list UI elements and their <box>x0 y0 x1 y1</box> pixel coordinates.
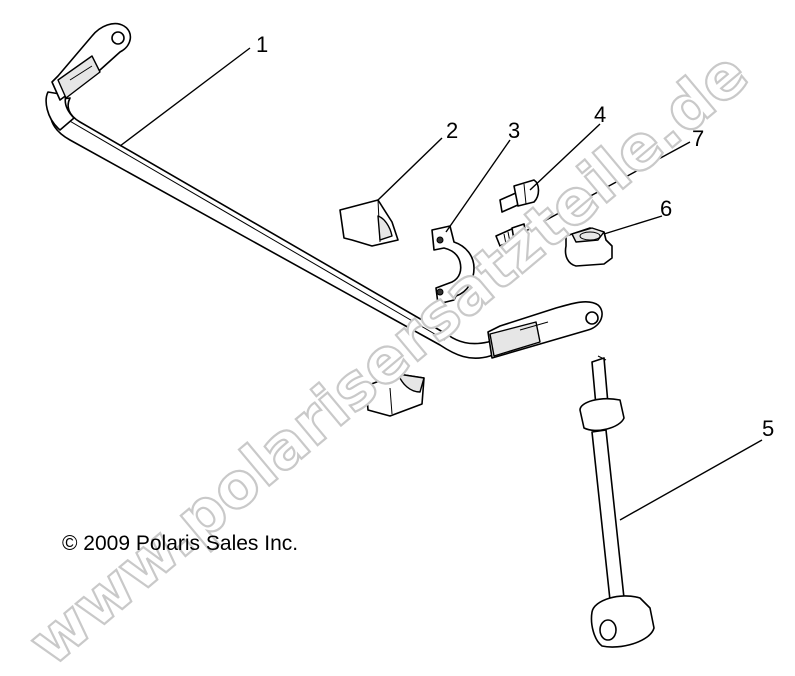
copyright-notice: © 2009 Polaris Sales Inc. <box>62 532 299 555</box>
leader-2 <box>377 137 443 201</box>
callout-2: 2 <box>446 118 458 143</box>
callout-5: 5 <box>762 416 774 441</box>
callout-4: 4 <box>594 102 606 127</box>
leader-3 <box>445 139 511 233</box>
callout-1: 1 <box>256 32 268 57</box>
clamp-bracket <box>431 225 475 305</box>
stabilizer-link <box>579 355 655 648</box>
callout-6: 6 <box>660 196 672 221</box>
callout-7: 7 <box>692 126 704 151</box>
leader-7 <box>523 141 691 233</box>
bushing-upper <box>339 199 399 247</box>
leader-lines <box>119 47 763 521</box>
bushing-lower <box>365 373 425 417</box>
leader-6 <box>603 215 663 235</box>
link-bushing <box>564 227 613 267</box>
leader-5 <box>619 439 763 521</box>
stud <box>495 223 527 247</box>
leader-4 <box>529 123 601 191</box>
callout-labels: 1 2 3 4 7 6 5 <box>256 32 774 441</box>
stabilizer-bar <box>45 22 603 360</box>
leader-1 <box>119 47 251 147</box>
flange-bolt <box>499 179 540 213</box>
watermark: www.polarisersatzteile.de <box>15 36 762 676</box>
callout-3: 3 <box>508 118 520 143</box>
